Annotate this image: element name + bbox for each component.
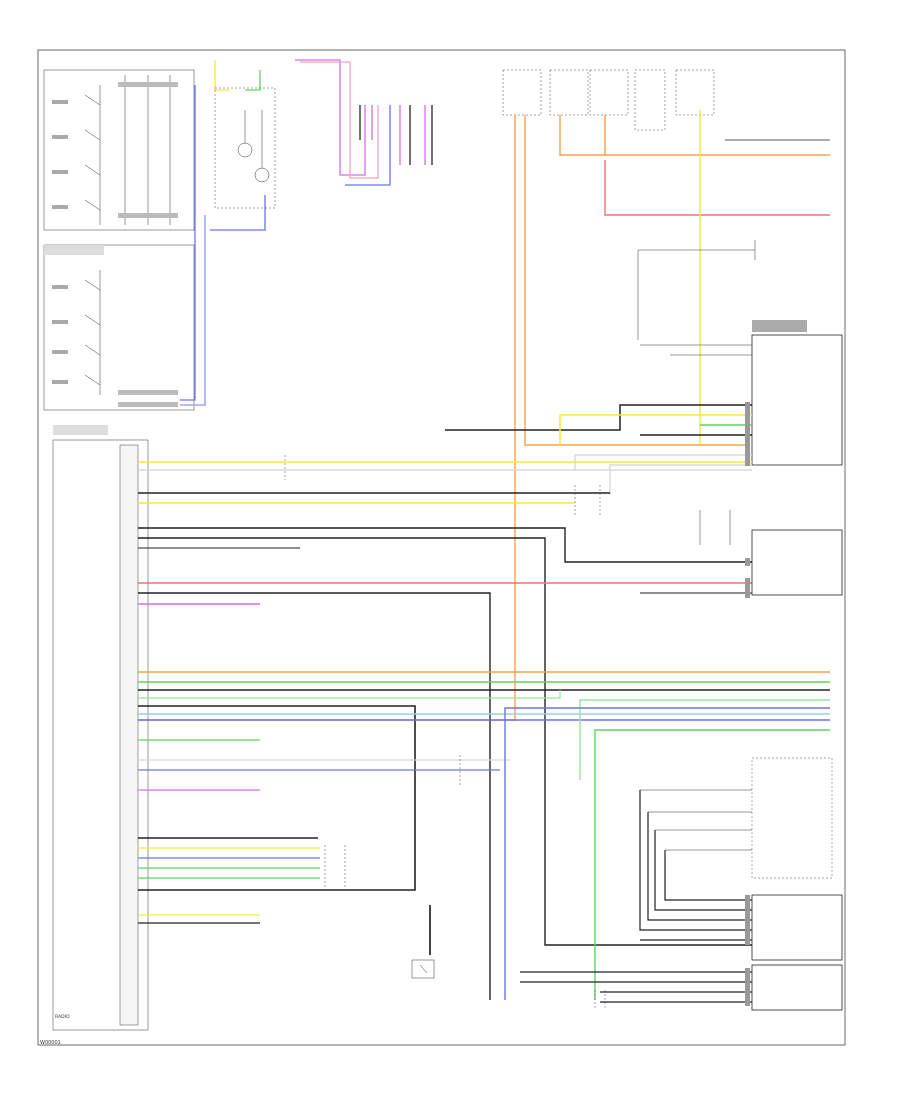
left-lower-switch-assembly <box>43 244 195 411</box>
radio-connector <box>52 425 149 1031</box>
ground-symbol <box>411 905 435 979</box>
diagram-id-label: W00001 <box>40 1040 61 1046</box>
mirror-motors <box>214 87 276 209</box>
right-vertical-wires <box>504 699 830 1000</box>
blue-wires-left <box>180 85 266 406</box>
right-lower-module <box>520 757 843 1011</box>
diagram-border <box>37 49 846 1046</box>
radio-label: RADIO <box>55 1014 70 1020</box>
left-switch-assembly <box>43 69 195 231</box>
mid-right-module <box>640 510 843 596</box>
top-connectors <box>502 69 715 131</box>
module-pins <box>745 402 750 1006</box>
upper-module-bus <box>445 404 752 495</box>
right-upper-module <box>637 240 843 466</box>
radio-wires <box>138 461 830 1000</box>
top-module-wires <box>214 59 433 186</box>
splice-dashes <box>284 455 606 1010</box>
